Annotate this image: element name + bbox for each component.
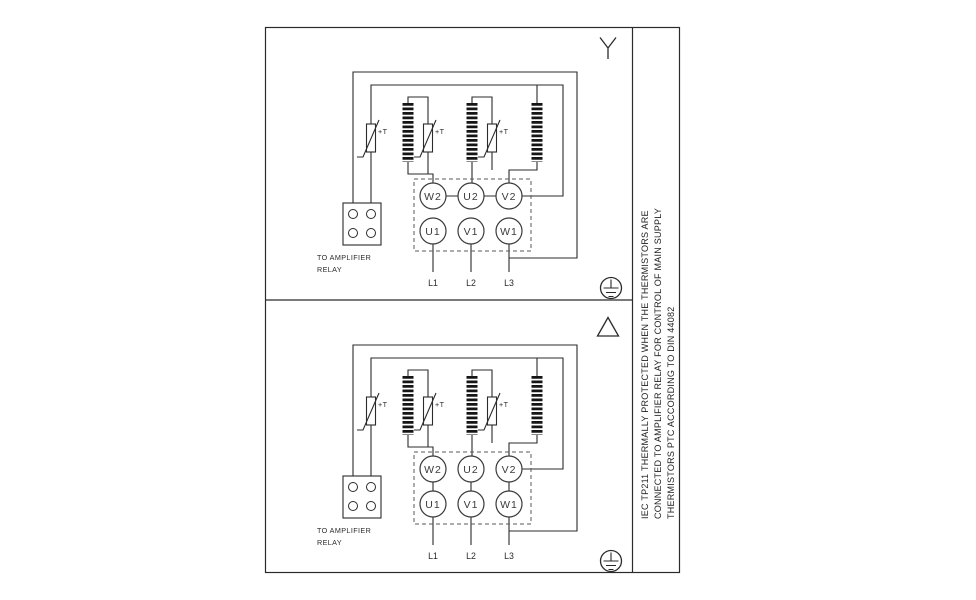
panel-delta-connection: W2 U2 V2 U1 V1 W1 +T +T +T TO AMPLIFIER … (317, 316, 622, 572)
terminal-label-u2: U2 (463, 191, 478, 203)
side-note-column: IEC TP211 THERMALLY PROTECTED WHEN THE T… (640, 208, 676, 519)
terminal-label-u1: U1 (425, 226, 440, 238)
thermistor-label: +T (378, 400, 388, 409)
relay-note-line1: TO AMPLIFIER (317, 253, 371, 262)
panel-core-instance (343, 345, 622, 572)
thermistor-label: +T (435, 400, 445, 409)
terminal-label-w2: W2 (424, 191, 442, 203)
supply-label-l1: L1 (428, 278, 438, 288)
terminal-label-w2: W2 (424, 464, 442, 476)
side-note-line1: IEC TP211 THERMALLY PROTECTED WHEN THE T… (640, 210, 650, 519)
diagram-frame (264, 26, 681, 574)
side-note-line2: CONNECTED TO AMPLIFIER RELAY FOR CONTROL… (653, 208, 663, 519)
supply-label-l3: L3 (504, 278, 514, 288)
thermistor-label: +T (499, 127, 509, 136)
terminal-label-v2: V2 (502, 191, 517, 203)
thermistor-label: +T (499, 400, 509, 409)
thermistor-label: +T (378, 127, 388, 136)
delta-bridge-links (432, 482, 510, 491)
relay-note-line1: TO AMPLIFIER (317, 526, 371, 535)
star-symbol-icon (599, 37, 617, 59)
thermistor-label: +T (435, 127, 445, 136)
supply-label-l1: L1 (428, 551, 438, 561)
delta-symbol-icon (596, 316, 620, 337)
terminal-label-v2: V2 (502, 464, 517, 476)
terminal-label-w1: W1 (500, 499, 518, 511)
terminal-label-u1: U1 (425, 499, 440, 511)
relay-note-line2: RELAY (317, 265, 342, 274)
relay-note-line2: RELAY (317, 538, 342, 547)
terminal-label-u2: U2 (463, 464, 478, 476)
panel-star-connection: W2 U2 V2 U1 V1 W1 +T +T +T TO AMPLIFIER … (317, 37, 622, 299)
side-note-line3: THERMISTORS PTC ACCORDING TO DIN 44082 (666, 306, 676, 519)
terminal-label-w1: W1 (500, 226, 518, 238)
supply-label-l2: L2 (466, 278, 476, 288)
panel-core-instance (343, 72, 622, 299)
terminal-label-v1: V1 (464, 226, 479, 238)
supply-label-l3: L3 (504, 551, 514, 561)
supply-label-l2: L2 (466, 551, 476, 561)
terminal-label-v1: V1 (464, 499, 479, 511)
